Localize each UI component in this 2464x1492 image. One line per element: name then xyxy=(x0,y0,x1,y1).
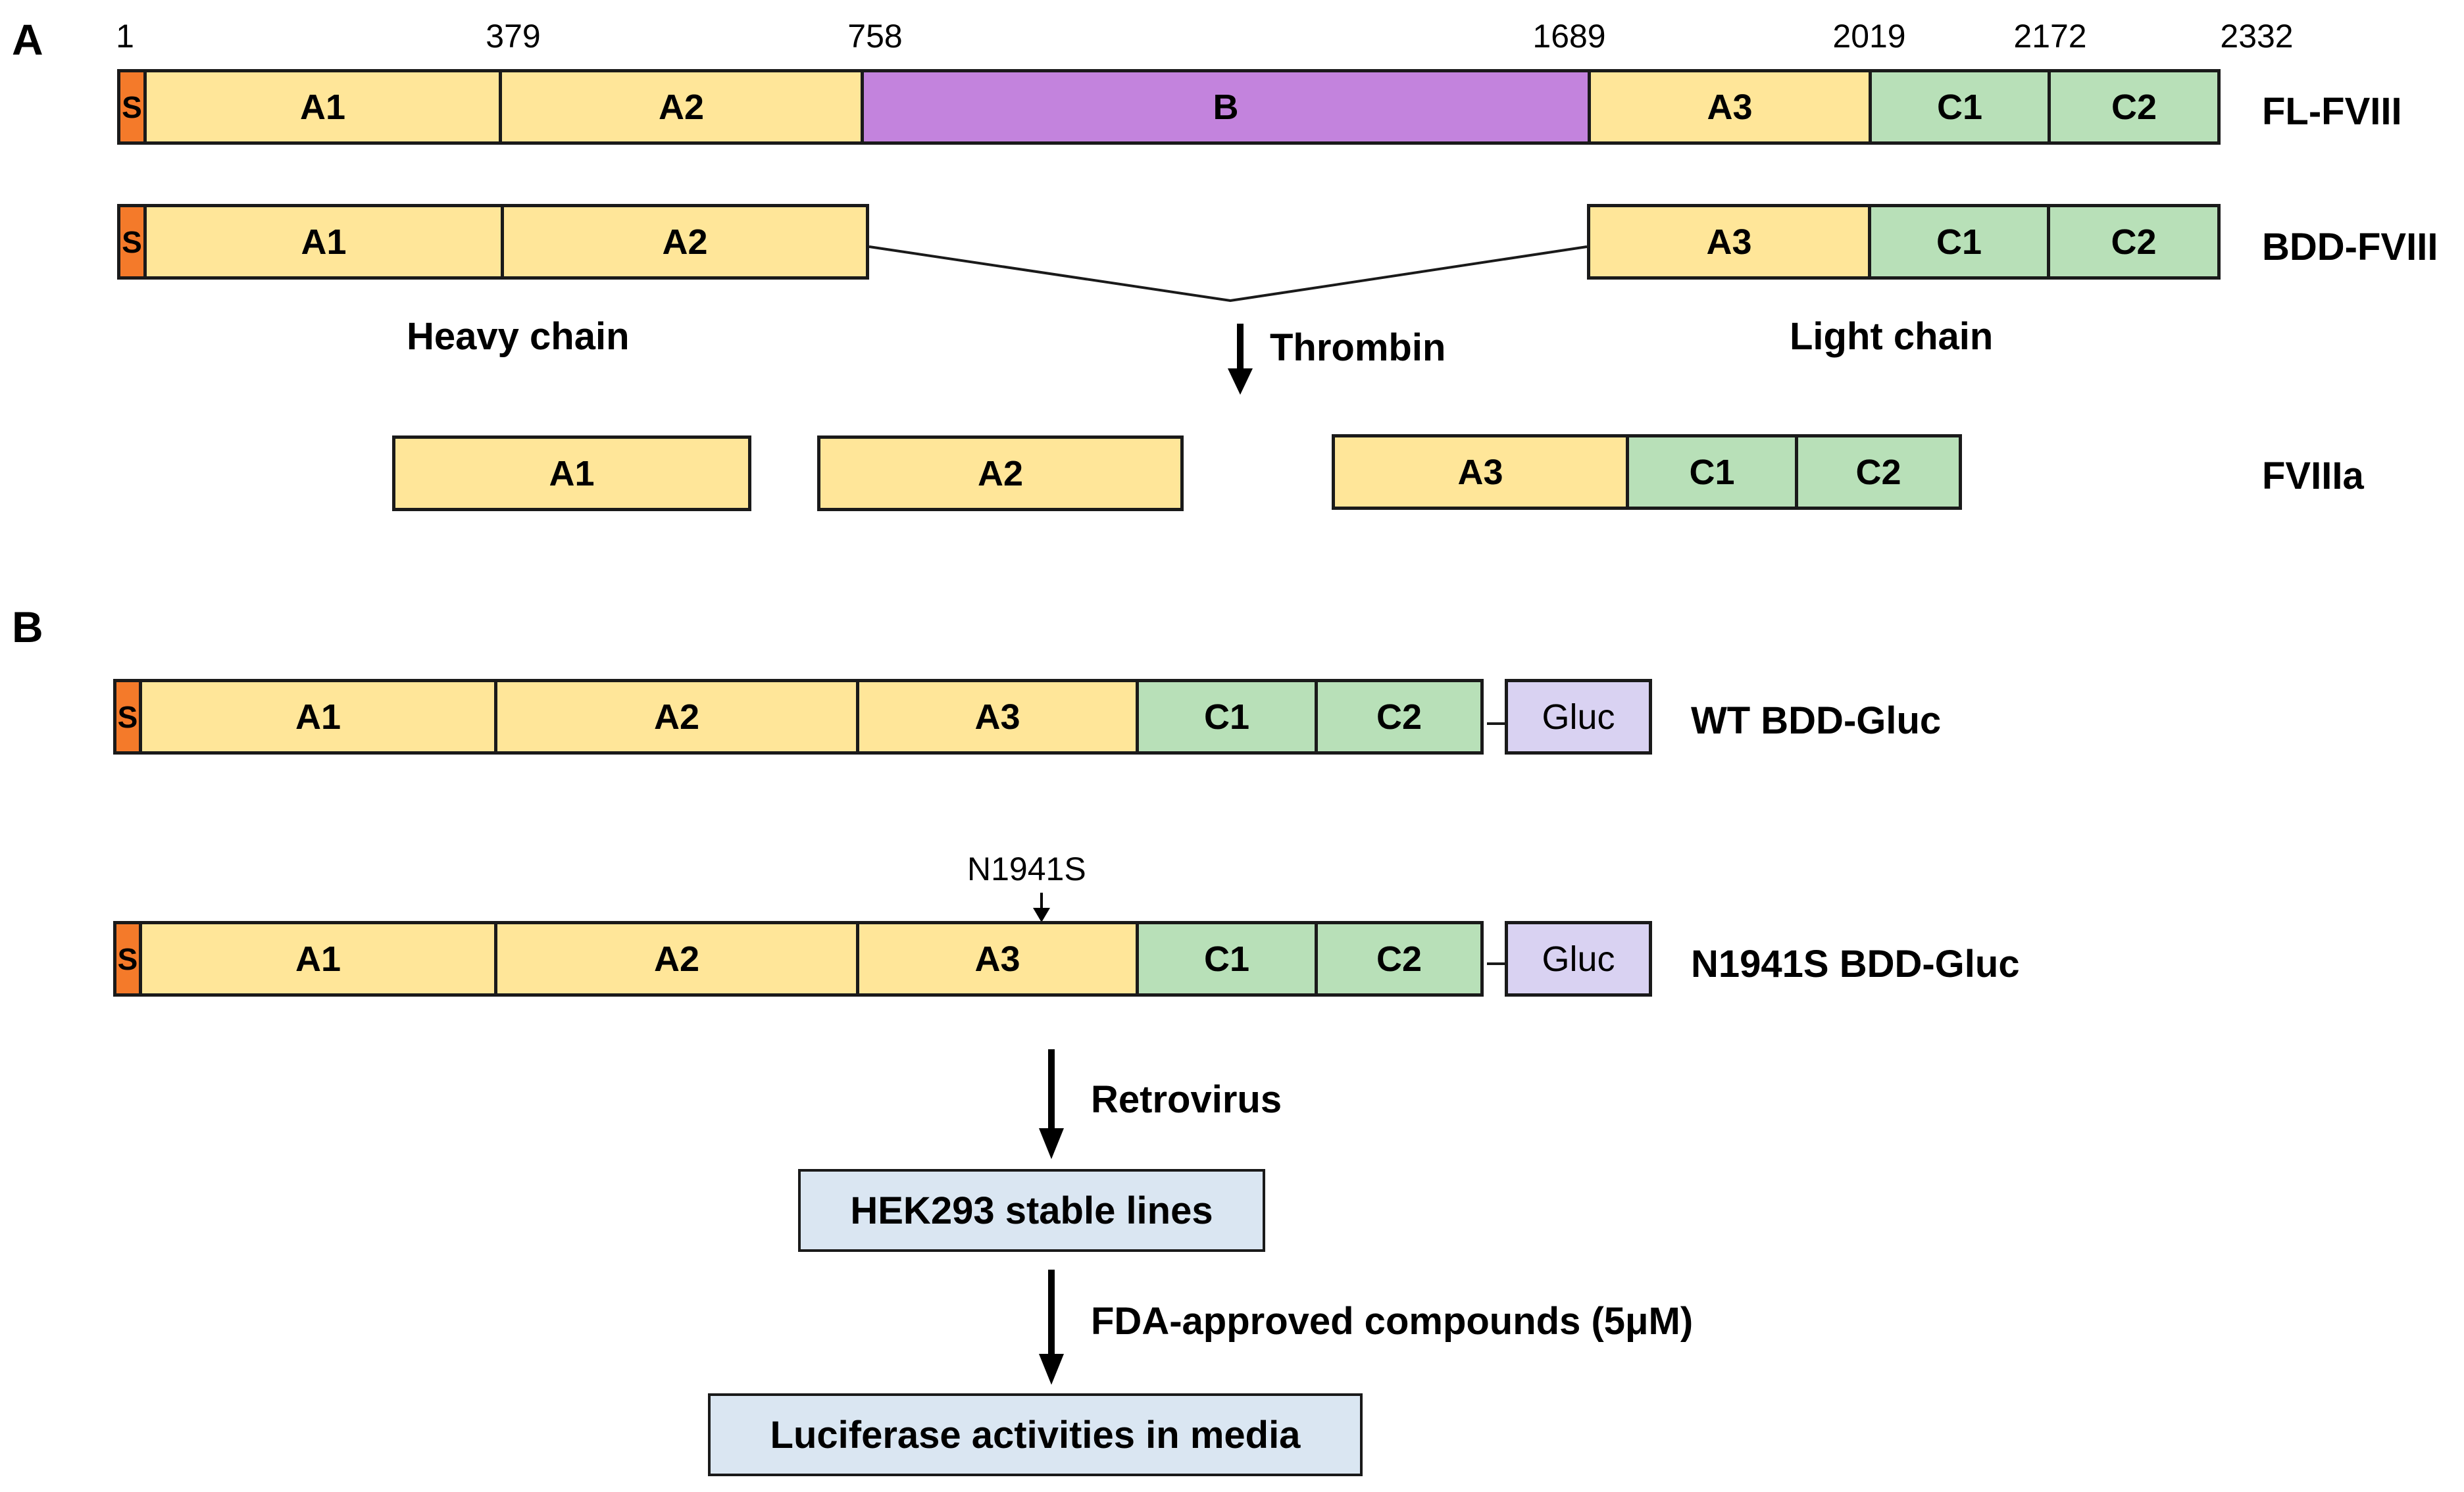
c1-domain: C1 xyxy=(1868,204,2050,280)
wt-bdd-gluc-bar: S A1 A2 A3 C1 C2 xyxy=(113,679,1487,755)
a2-domain: A2 xyxy=(494,921,859,997)
fviiia-a2-fragment: A2 xyxy=(817,435,1184,511)
a3-domain: A3 xyxy=(856,921,1139,997)
signal-peptide-domain: S xyxy=(117,69,147,145)
heavy-chain-label: Heavy chain xyxy=(407,315,630,358)
fviiia-a1-fragment: A1 xyxy=(392,435,751,511)
n1941s-bdd-gluc-label: N1941S BDD-Gluc xyxy=(1691,943,2020,985)
bdd-heavy-chain-bar: S A1 A2 xyxy=(117,204,869,280)
position-label: 1689 xyxy=(1532,18,1606,55)
a3-domain: A3 xyxy=(1587,204,1871,280)
fl-fviii-label: FL-FVIII xyxy=(2262,90,2402,133)
wt-gluc-bar: Gluc xyxy=(1505,679,1652,755)
fl-fviii-bar: S A1 A2 B A3 C1 C2 xyxy=(117,69,2221,145)
c1-domain: C1 xyxy=(1136,921,1318,997)
fviiia-light-chain-fragment: A3 C1 C2 xyxy=(1332,434,1962,510)
c2-domain: C2 xyxy=(1315,679,1484,755)
bdd-fviii-label: BDD-FVIII xyxy=(2262,226,2438,268)
luciferase-activities-box: Luciferase activities in media xyxy=(708,1393,1363,1476)
compounds-label: FDA-approved compounds (5μM) xyxy=(1091,1300,1694,1343)
position-label: 758 xyxy=(847,18,903,55)
c2-domain: C2 xyxy=(2047,204,2221,280)
panel-a-label: A xyxy=(12,15,43,64)
c2-domain: C2 xyxy=(1315,921,1484,997)
fviiia-label: FVIIIa xyxy=(2262,455,2364,497)
c2-domain: C2 xyxy=(1795,434,1962,510)
mutation-arrow xyxy=(1033,893,1050,922)
a2-domain: A2 xyxy=(494,679,859,755)
gluc-tag: Gluc xyxy=(1505,921,1652,997)
b-domain-deletion-line xyxy=(868,245,1588,303)
c1-domain: C1 xyxy=(1626,434,1798,510)
light-chain-label: Light chain xyxy=(1790,315,1994,358)
thrombin-arrow xyxy=(1228,324,1253,395)
thrombin-label: Thrombin xyxy=(1270,326,1446,369)
mutant-gluc-bar: Gluc xyxy=(1505,921,1652,997)
position-label: 2019 xyxy=(1832,18,1906,55)
gluc-tag: Gluc xyxy=(1505,679,1652,755)
compounds-arrow xyxy=(1039,1270,1064,1385)
wt-bdd-gluc-label: WT BDD-Gluc xyxy=(1691,699,1942,742)
c2-domain: C2 xyxy=(2048,69,2221,145)
panel-b-label: B xyxy=(12,603,43,651)
position-label: 2332 xyxy=(2220,18,2294,55)
mutation-label: N1941S xyxy=(967,851,1086,887)
a2-domain: A2 xyxy=(499,69,864,145)
retrovirus-label: Retrovirus xyxy=(1091,1078,1282,1121)
position-label: 2172 xyxy=(2013,18,2087,55)
a3-domain: A3 xyxy=(1588,69,1872,145)
a1-domain: A1 xyxy=(143,204,504,280)
a1-domain: A1 xyxy=(139,679,497,755)
signal-peptide-domain: S xyxy=(113,679,142,755)
b-domain: B xyxy=(861,69,1591,145)
position-label: 1 xyxy=(116,18,134,55)
a2-domain: A2 xyxy=(501,204,869,280)
retrovirus-arrow xyxy=(1039,1049,1064,1159)
a2-domain: A2 xyxy=(817,435,1184,511)
bdd-light-chain-bar: A3 C1 C2 xyxy=(1587,204,2221,280)
a1-domain: A1 xyxy=(139,921,497,997)
c1-domain: C1 xyxy=(1136,679,1318,755)
a1-domain: A1 xyxy=(143,69,502,145)
signal-peptide-domain: S xyxy=(113,921,142,997)
a1-domain: A1 xyxy=(392,435,751,511)
a3-domain: A3 xyxy=(1332,434,1629,510)
a3-domain: A3 xyxy=(856,679,1139,755)
position-label: 379 xyxy=(486,18,541,55)
n1941s-bdd-gluc-bar: S A1 A2 A3 C1 C2 xyxy=(113,921,1487,997)
hek293-stable-lines-box: HEK293 stable lines xyxy=(798,1169,1265,1252)
